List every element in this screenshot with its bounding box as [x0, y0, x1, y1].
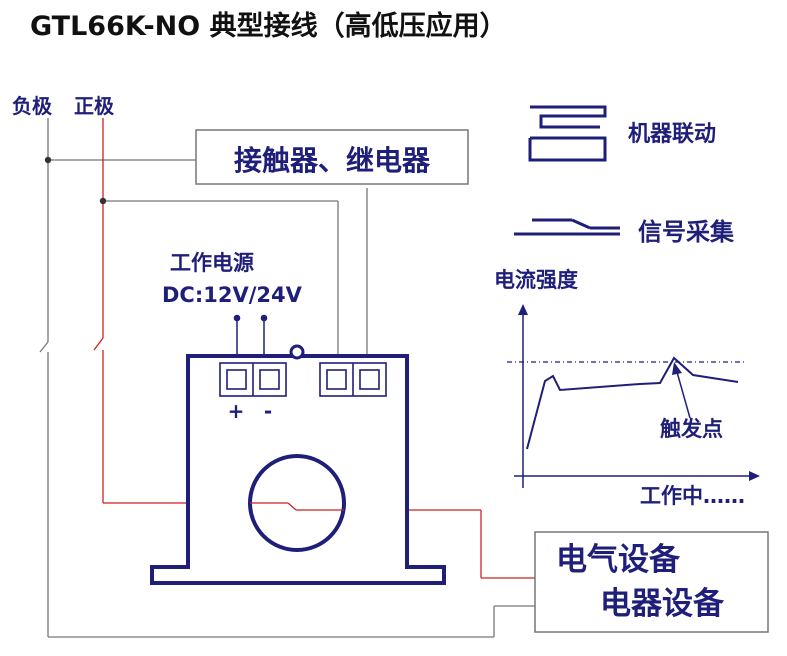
trigger-label: 触发点	[660, 417, 723, 441]
contactor-relay-box	[195, 129, 469, 185]
machine-linkage-label: 机器联动	[628, 122, 716, 147]
negative-wire	[39, 118, 535, 638]
power-minus-dot	[260, 314, 268, 322]
graph-x-axis	[514, 471, 760, 481]
trigger-arrow	[672, 362, 691, 419]
terminal-minus	[259, 369, 280, 390]
graph-y-axis	[518, 304, 528, 488]
power-plus-dot	[233, 314, 241, 322]
machine-linkage-icon	[528, 105, 607, 162]
output-terminal-block	[319, 362, 387, 397]
terminal-out-2	[359, 369, 380, 390]
diagram-title: GTL66K-NO 典型接线（高低压应用）	[30, 10, 507, 42]
minus-sign: -	[264, 399, 272, 423]
signal-acquisition-icon	[514, 218, 620, 236]
electrical-equipment-label: 电气设备	[556, 542, 681, 578]
negative-pole-label: 负极	[12, 94, 53, 118]
aperture-wire-bend	[287, 502, 297, 511]
graph-current-curve	[526, 356, 739, 450]
graph-xlabel: 工作中……	[640, 484, 745, 508]
positive-junction-dot	[99, 197, 107, 205]
positive-pole-label: 正极	[74, 94, 115, 118]
equipment-box	[534, 531, 769, 633]
plus-sign: +	[228, 399, 245, 423]
terminal-out-1	[326, 369, 347, 390]
sensor-mount-hole	[289, 344, 305, 360]
contactor-feed-wire	[103, 188, 368, 372]
contactor-relay-label: 接触器、继电器	[234, 144, 431, 177]
appliance-equipment-label: 电器设备	[600, 586, 725, 622]
power-terminal-block	[219, 362, 287, 397]
power-spec: DC:12V/24V	[162, 283, 303, 307]
signal-acquisition-label: 信号采集	[638, 218, 735, 246]
graph-ylabel: 电流强度	[494, 268, 578, 292]
negative-junction-dot	[44, 156, 52, 164]
power-title: 工作电源	[170, 251, 254, 275]
terminal-plus	[226, 369, 247, 390]
